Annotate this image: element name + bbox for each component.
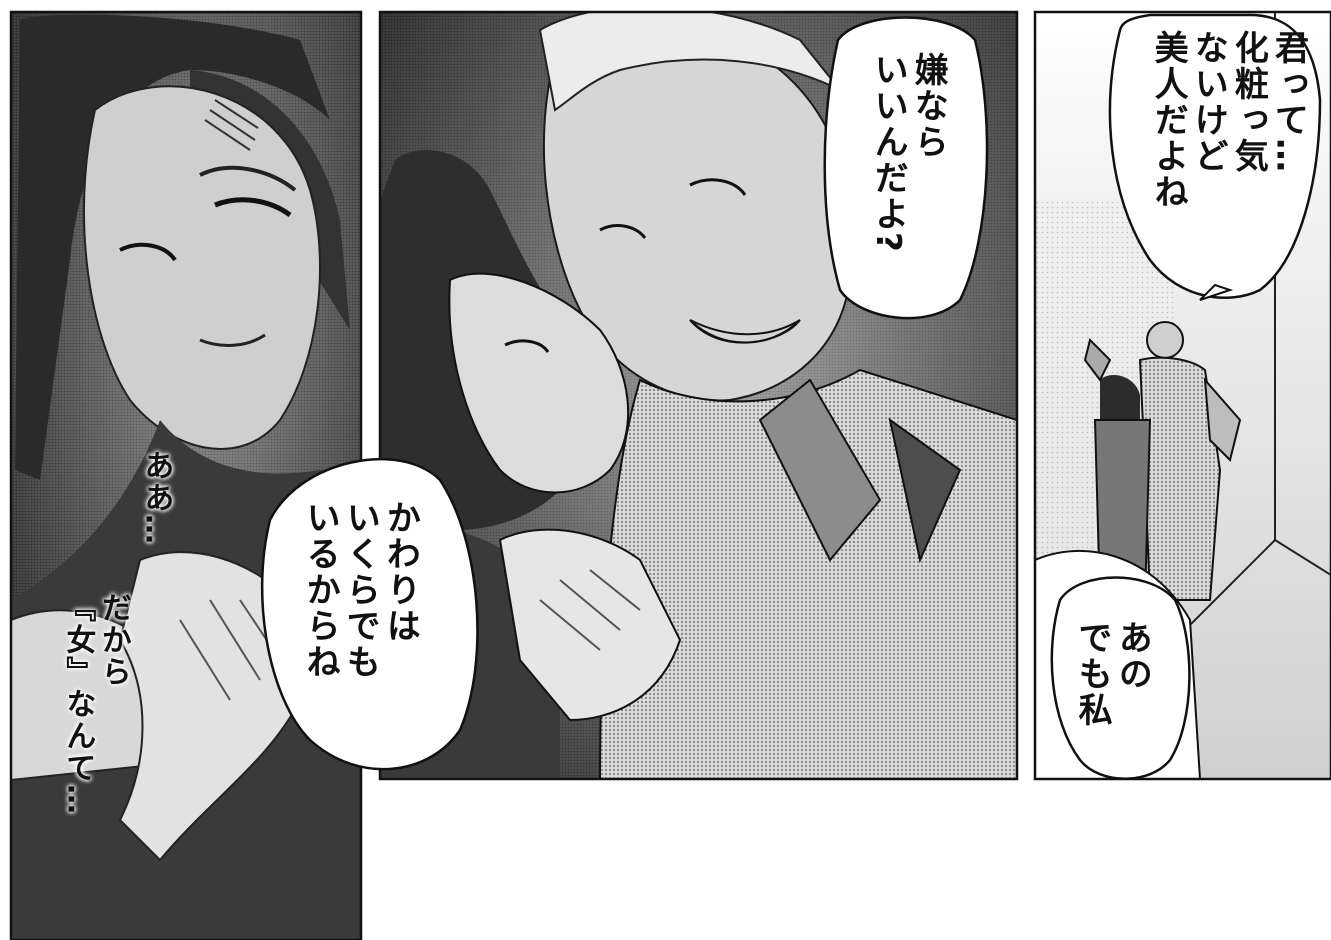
right-top-speech-text: 君って… 化粧っ気 ないけど 美人だよね xyxy=(1148,30,1309,210)
mid-bottom-speech-text: かわりは いくらでも いるからね xyxy=(300,500,421,680)
speech-bubble-right-top xyxy=(1108,13,1322,301)
speech-bubble-mid-top xyxy=(823,16,989,320)
panel-left xyxy=(11,12,361,940)
panel-right-border xyxy=(1033,10,1331,781)
speech-bubble-right-bottom xyxy=(1050,576,1191,780)
speech-bubble-mid-bottom xyxy=(260,458,479,771)
mid-top-speech-text: 嫌なら いいんだよ? xyxy=(868,52,949,254)
left-narration-2: だから 『女』なんて… xyxy=(60,592,131,816)
panel-middle-border xyxy=(378,10,1019,781)
left-narration-1: ああ… xyxy=(138,450,174,546)
right-bottom-speech-text: あの でも私 xyxy=(1072,620,1153,728)
